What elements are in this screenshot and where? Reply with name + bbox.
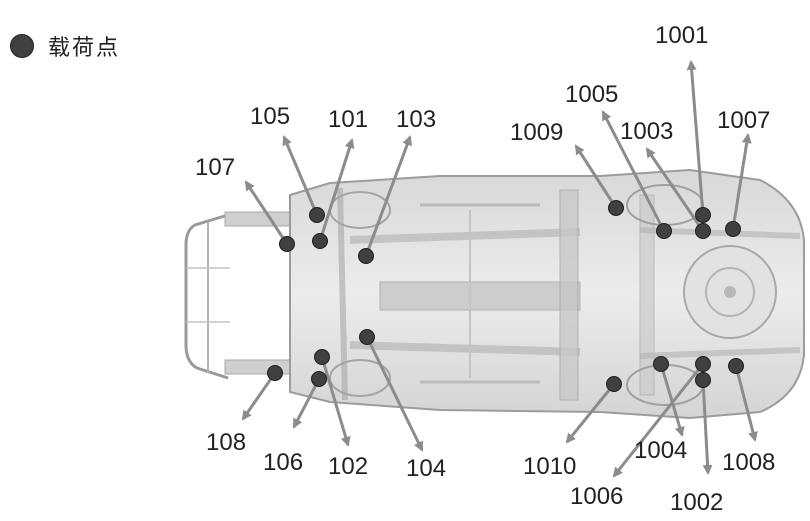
load-arrow-1008 bbox=[734, 365, 758, 442]
load-arrow-1001 bbox=[686, 60, 705, 216]
load-arrow-102 bbox=[320, 356, 351, 447]
load-point-label-1010: 1010 bbox=[523, 453, 576, 480]
load-point-label-108: 108 bbox=[206, 429, 246, 456]
load-arrow-105 bbox=[282, 135, 319, 216]
load-point-label-1009: 1009 bbox=[510, 119, 563, 146]
load-arrow-104 bbox=[365, 336, 424, 452]
load-point-label-1004: 1004 bbox=[634, 437, 687, 464]
load-point-1007 bbox=[725, 221, 741, 237]
load-point-105 bbox=[309, 207, 325, 223]
legend: 载荷点 bbox=[10, 32, 121, 61]
load-point-label-1008: 1008 bbox=[722, 449, 775, 476]
load-point-label-1007: 1007 bbox=[717, 107, 770, 134]
load-point-1003 bbox=[695, 223, 711, 239]
load-point-1010 bbox=[606, 376, 622, 392]
load-arrow-1006 bbox=[612, 363, 705, 478]
load-point-label-1002: 1002 bbox=[670, 489, 723, 516]
load-point-104 bbox=[359, 329, 375, 345]
load-point-106 bbox=[311, 371, 327, 387]
load-point-103 bbox=[358, 248, 374, 264]
load-arrow-1003 bbox=[645, 147, 705, 232]
load-arrow-1005 bbox=[601, 110, 666, 232]
load-point-107 bbox=[279, 236, 295, 252]
load-arrow-1002 bbox=[701, 379, 713, 475]
load-arrow-107 bbox=[244, 180, 289, 245]
load-arrow-1010 bbox=[565, 383, 616, 444]
load-point-label-102: 102 bbox=[328, 453, 368, 480]
load-arrow-108 bbox=[241, 372, 277, 421]
load-arrow-1004 bbox=[659, 363, 685, 437]
load-arrow-1009 bbox=[574, 144, 618, 209]
load-point-label-104: 104 bbox=[406, 455, 446, 482]
load-point-label-1001: 1001 bbox=[655, 22, 708, 49]
load-point-108 bbox=[267, 365, 283, 381]
load-arrow-1007 bbox=[731, 133, 752, 230]
load-arrow-101 bbox=[318, 138, 355, 242]
load-point-label-106: 106 bbox=[263, 449, 303, 476]
legend-label: 载荷点 bbox=[48, 36, 121, 61]
load-point-1002 bbox=[695, 372, 711, 388]
load-point-1005 bbox=[656, 223, 672, 239]
load-point-label-101: 101 bbox=[328, 106, 368, 133]
load-point-label-107: 107 bbox=[195, 154, 235, 181]
load-point-1006 bbox=[695, 356, 711, 372]
vehicle-body-outline bbox=[184, 168, 805, 420]
label-layer: 101 102 103 104 105 106 107 108 1001 1002 1003 1004… bbox=[195, 22, 775, 516]
load-point-101 bbox=[312, 233, 328, 249]
load-point-label-105: 105 bbox=[250, 103, 290, 130]
load-arrow-106 bbox=[292, 378, 321, 429]
load-point-label-1003: 1003 bbox=[620, 118, 673, 145]
arrow-layer bbox=[241, 60, 758, 478]
load-point-label-103: 103 bbox=[396, 106, 436, 133]
load-point-label-1005: 1005 bbox=[565, 81, 618, 108]
load-point-1008 bbox=[728, 358, 744, 374]
load-point-1009 bbox=[608, 200, 624, 216]
load-point-1001 bbox=[695, 207, 711, 223]
load-arrow-103 bbox=[364, 135, 412, 257]
load-point-102 bbox=[314, 349, 330, 365]
load-point-1004 bbox=[653, 356, 669, 372]
load-point-layer bbox=[267, 200, 744, 392]
load-point-label-1006: 1006 bbox=[570, 483, 623, 510]
load-point-legend-marker bbox=[10, 34, 34, 58]
